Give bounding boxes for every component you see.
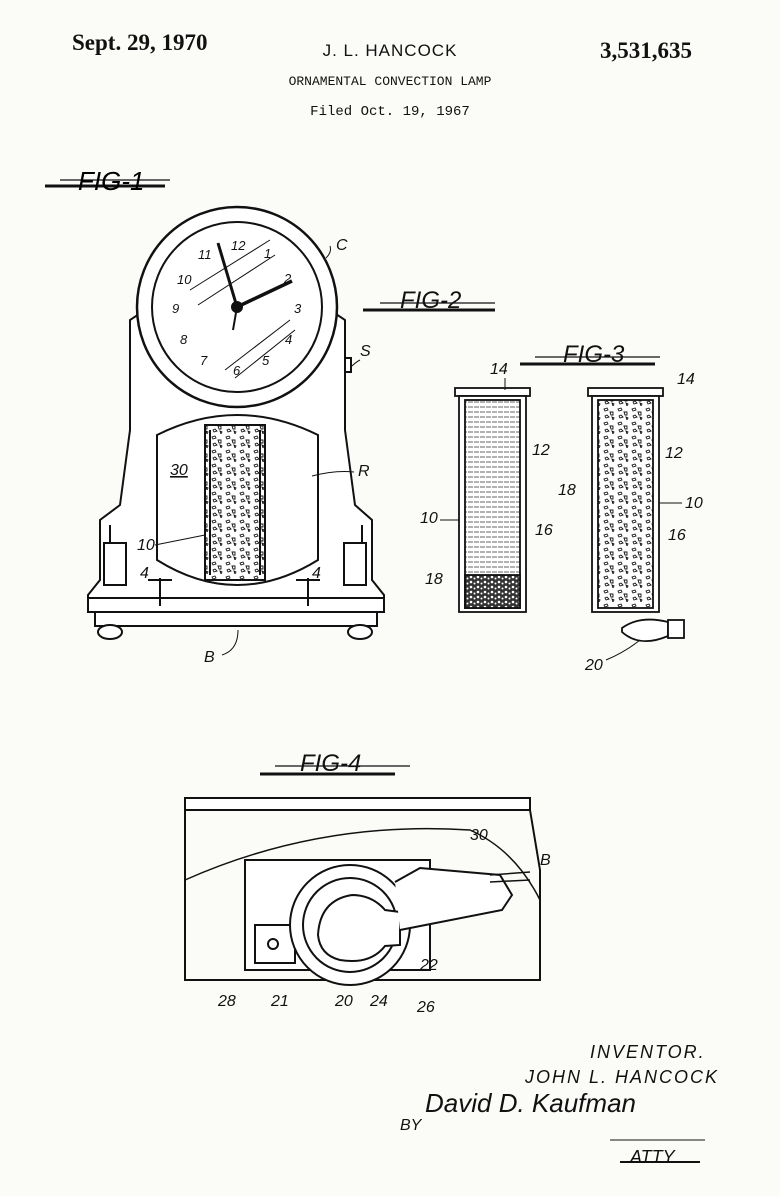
numeral-2: 2 xyxy=(283,271,292,286)
label-30-fig1: 30 xyxy=(170,462,188,479)
numeral-12: 12 xyxy=(231,238,246,253)
numeral-3: 3 xyxy=(294,301,302,316)
label-28: 28 xyxy=(217,993,236,1010)
label-18-fig3: 18 xyxy=(558,482,576,499)
fig2-text: FIG-2 xyxy=(400,287,461,314)
label-R: R xyxy=(358,463,370,480)
fig3-text: FIG-3 xyxy=(563,341,625,368)
by-label: BY xyxy=(400,1117,423,1134)
patent-date: Sept. 29, 1970 xyxy=(72,30,208,55)
label-22: 22 xyxy=(419,957,438,974)
numeral-5: 5 xyxy=(262,353,270,368)
label-26: 26 xyxy=(416,999,435,1016)
fig3-reference-labels: 14 12 18 10 16 20 xyxy=(558,371,703,674)
label-4-right: 4 xyxy=(312,565,321,582)
label-20-fig4: 20 xyxy=(334,993,353,1010)
fig1-label: FIG-1 xyxy=(45,166,170,196)
fig3-label: FIG-3 xyxy=(520,341,660,368)
inventor-heading: INVENTOR. xyxy=(590,1042,706,1062)
fig1-text: FIG-1 xyxy=(78,166,144,196)
inventor-full-name: JOHN L. HANCOCK xyxy=(524,1067,719,1087)
numeral-8: 8 xyxy=(180,332,188,347)
attorney-signature: David D. Kaufman xyxy=(425,1088,636,1118)
fig3-tube xyxy=(587,387,685,642)
numeral-6: 6 xyxy=(233,363,241,378)
label-20-fig3: 20 xyxy=(584,657,603,674)
label-S: S xyxy=(360,343,371,360)
fig4-text: FIG-4 xyxy=(300,750,361,777)
label-24: 24 xyxy=(369,993,388,1010)
filing-date: Filed Oct. 19, 1967 xyxy=(310,104,470,120)
numeral-4: 4 xyxy=(285,332,292,347)
numeral-7: 7 xyxy=(200,353,208,368)
patent-number: 3,531,635 xyxy=(600,38,692,63)
fig2-label: FIG-2 xyxy=(363,287,495,314)
fig4-reference-labels: 30 B 22 28 21 20 24 26 xyxy=(217,827,551,1016)
label-30-fig4: 30 xyxy=(470,827,488,844)
fig2-tube xyxy=(454,387,531,613)
label-C: C xyxy=(336,237,348,254)
label-16-fig2: 16 xyxy=(535,522,553,539)
fig2-reference-labels: 14 12 16 10 18 xyxy=(420,361,553,588)
attorney-mark: ATTY xyxy=(629,1147,677,1167)
numeral-10: 10 xyxy=(177,272,192,287)
fig1-reference-labels: C S R 30 10 4 4 B xyxy=(137,237,371,666)
label-12-fig3: 12 xyxy=(665,445,683,462)
inventor-header: J. L. HANCOCK xyxy=(322,41,458,60)
numeral-1: 1 xyxy=(264,246,271,261)
signature-block: INVENTOR. JOHN L. HANCOCK BY David D. Ka… xyxy=(400,1042,719,1167)
numeral-11: 11 xyxy=(198,247,212,262)
label-16-fig3: 16 xyxy=(668,527,686,544)
fig4-label: FIG-4 xyxy=(260,750,410,777)
label-18-fig2: 18 xyxy=(425,571,443,588)
label-14-fig3: 14 xyxy=(677,371,695,388)
clock-numerals: 12 1 2 3 4 5 6 7 8 9 10 11 xyxy=(172,238,302,378)
numeral-9: 9 xyxy=(172,301,179,316)
label-10-fig3: 10 xyxy=(685,495,703,512)
patent-title: ORNAMENTAL CONVECTION LAMP xyxy=(288,74,492,89)
label-12-fig2: 12 xyxy=(532,442,550,459)
label-10-fig2: 10 xyxy=(420,510,438,527)
label-10-fig1: 10 xyxy=(137,537,155,554)
label-B-fig1: B xyxy=(204,649,215,666)
label-4-left: 4 xyxy=(140,565,149,582)
label-B-fig4: B xyxy=(540,852,551,869)
fig4-section xyxy=(184,797,541,986)
fig1-clock-lamp xyxy=(87,205,385,640)
label-14-fig2: 14 xyxy=(490,361,508,378)
label-21: 21 xyxy=(270,993,289,1010)
